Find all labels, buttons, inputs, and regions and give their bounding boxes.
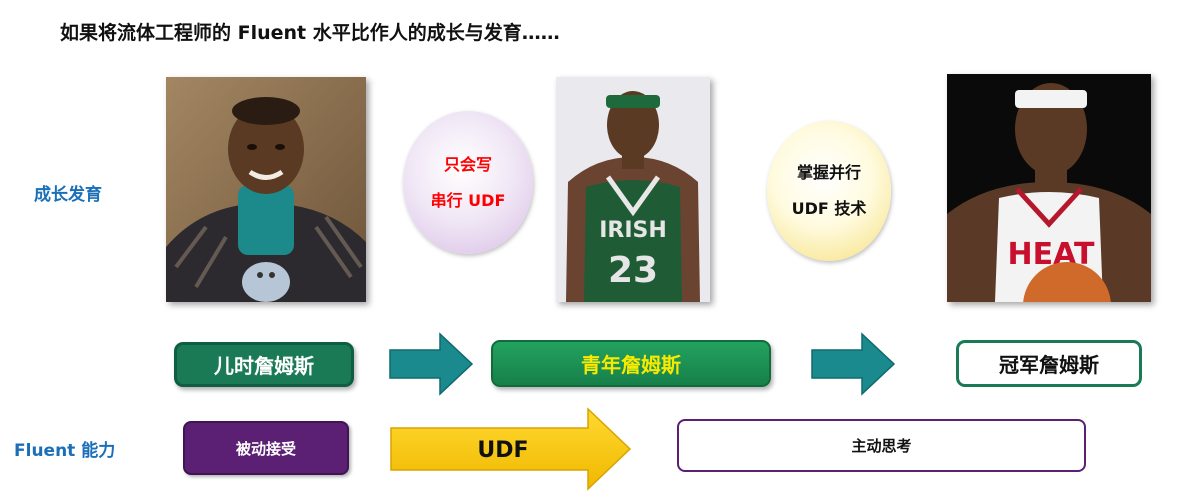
- arrow-right-icon: [810, 332, 896, 396]
- parallel-bubble-line2: UDF 技术: [791, 199, 867, 218]
- arrow-right-icon: [388, 332, 474, 396]
- serial-bubble-line2: 串行 UDF: [430, 190, 506, 210]
- row-label-ability: Fluent 能力: [14, 441, 116, 461]
- youth-jersey-text: IRISH: [599, 218, 667, 243]
- champion-photo: HEAT: [947, 74, 1151, 302]
- page-title: 如果将流体工程师的 Fluent 水平比作人的成长与发育……: [60, 22, 560, 44]
- ability-active: 主动思考: [677, 419, 1086, 472]
- udf-arrow: UDF: [388, 406, 633, 492]
- serial-bubble-line1: 只会写: [443, 154, 492, 174]
- parallel-udf-bubble: 掌握并行 UDF 技术: [767, 121, 891, 261]
- udf-arrow-label: UDF: [477, 437, 529, 463]
- youth-jersey-number: 23: [608, 250, 658, 291]
- serial-udf-bubble: 只会写 串行 UDF: [403, 111, 533, 254]
- parallel-bubble-line1: 掌握并行: [796, 163, 861, 182]
- child-photo: [166, 77, 366, 302]
- row-label-growth: 成长发育: [34, 185, 102, 205]
- stage-champion: 冠军詹姆斯: [956, 340, 1142, 387]
- stage-child: 儿时詹姆斯: [174, 342, 354, 387]
- ability-passive: 被动接受: [183, 421, 349, 475]
- youth-photo: IRISH 23: [556, 77, 710, 302]
- stage-youth: 青年詹姆斯: [491, 340, 771, 387]
